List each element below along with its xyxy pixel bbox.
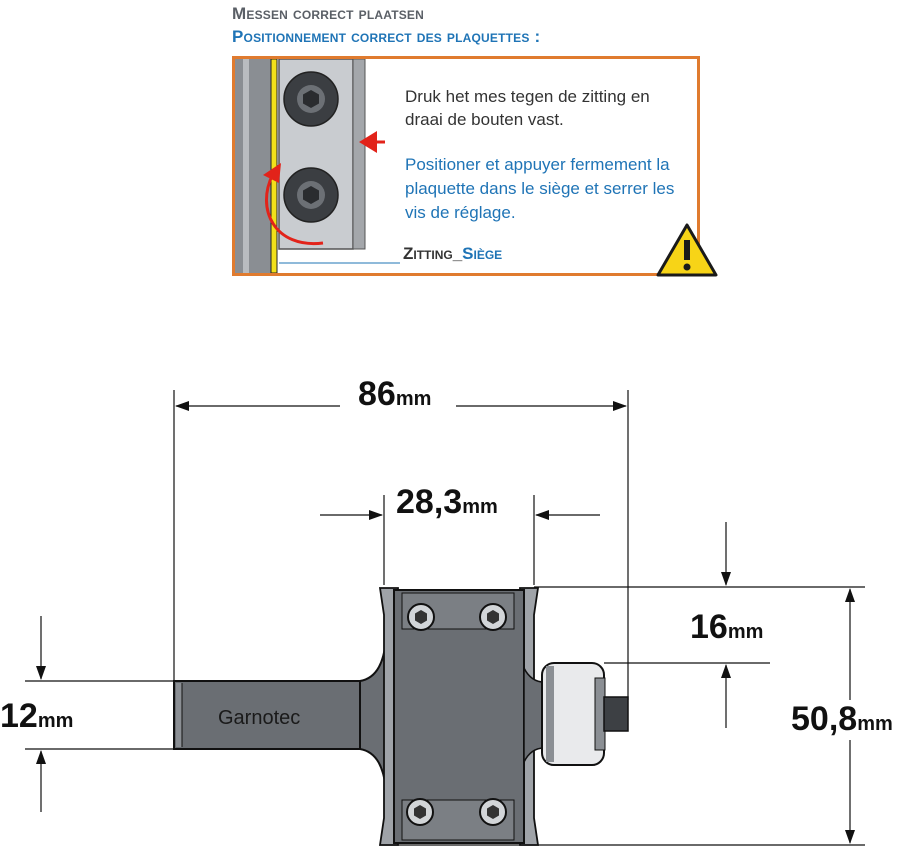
brand-label: Garnotec [218, 707, 301, 729]
instruction-text-french: Positioner et appuyer fermement la plaqu… [405, 155, 675, 222]
insert-detail-illustration [235, 59, 400, 273]
title-dutch: Messen correct plaatsen [232, 4, 425, 23]
title-french: Positionnement correct des plaquettes : [232, 27, 541, 46]
dimension-label-shank: 12mm [0, 697, 74, 735]
red-arrow-icon [359, 131, 385, 153]
hex-bolt-icon [283, 71, 339, 127]
extension-lines [25, 390, 865, 846]
dimension-label-diameter: 50,8mm [791, 700, 893, 738]
hex-bolt-icon [406, 798, 434, 826]
seat-label-dutch: Zitting_ [403, 244, 463, 263]
guide-bearing [541, 662, 629, 766]
seat-label: Zitting_Siège [403, 244, 502, 264]
instruction-box: Druk het mes tegen de zitting en draai d… [232, 56, 700, 276]
hex-bolt-icon [479, 603, 507, 631]
instruction-text-dutch: Druk het mes tegen de zitting en draai d… [405, 87, 650, 129]
warning-triangle-icon [656, 223, 718, 277]
hex-bolt-icon [407, 603, 435, 631]
shank [173, 680, 363, 750]
hex-bolt-icon [283, 167, 339, 223]
dimension-label-total: 86mm [358, 375, 432, 413]
seat-label-french: Siège [462, 244, 503, 263]
hex-bolt-icon [479, 798, 507, 826]
dimension-label-cutting: 28,3mm [396, 483, 498, 521]
cutter-body [359, 587, 545, 846]
dimension-label-depth: 16mm [690, 608, 764, 646]
red-rotation-arrow-icon [264, 173, 324, 246]
